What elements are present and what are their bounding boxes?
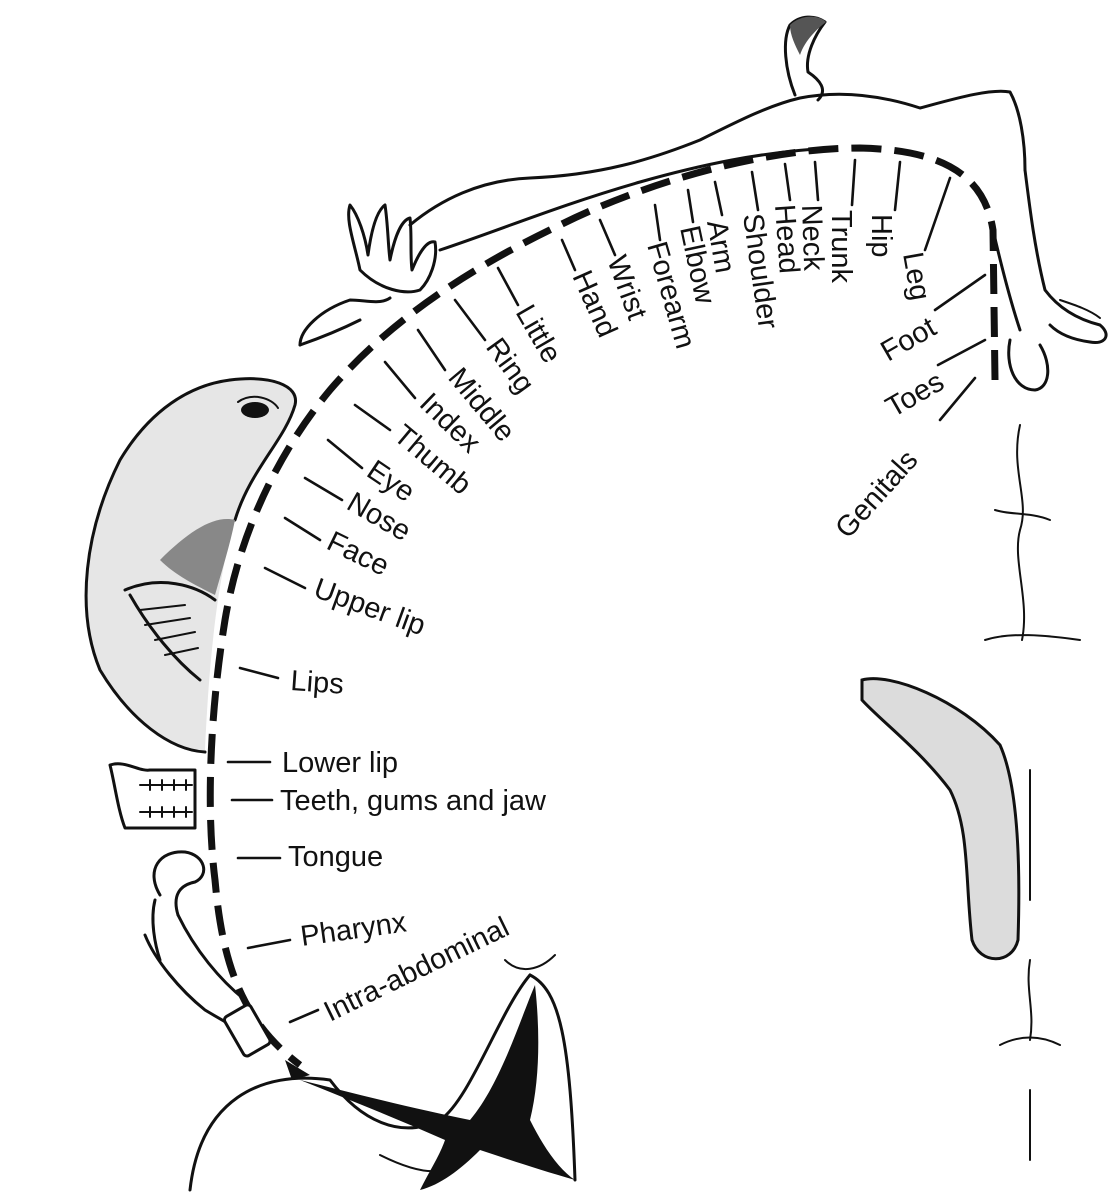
label-upper-lip: Upper lip [310, 573, 430, 643]
upper-lip-hatch [160, 519, 235, 595]
label-trunk: Trunk [825, 210, 857, 284]
label-lower-lip: Lower lip [282, 747, 398, 779]
region-labels: Genitals Toes Foot Leg Hip Trunk Neck He… [280, 203, 950, 1028]
stippled-structure [860, 677, 1021, 961]
label-genitals: Genitals [829, 444, 924, 544]
label-toes: Toes [881, 366, 950, 424]
white-matter-tract [300, 985, 575, 1190]
label-leg: Leg [896, 250, 936, 303]
medial-wall-lines [984, 424, 1081, 1161]
leader-lines [226, 158, 987, 1024]
hair-scribble [790, 16, 826, 55]
label-lips: Lips [290, 665, 345, 701]
label-neck: Neck [795, 204, 829, 272]
homunculus-body [298, 15, 1108, 392]
strip-arrowhead [285, 1060, 310, 1080]
eye-shape [241, 402, 269, 418]
label-teeth-gums-jaw: Teeth, gums and jaw [280, 785, 547, 817]
label-pharynx: Pharynx [299, 906, 409, 953]
label-tongue: Tongue [288, 841, 383, 873]
label-foot: Foot [876, 311, 942, 368]
label-hip: Hip [865, 214, 897, 258]
cortical-strip [206, 144, 999, 1068]
pharynx-segment [222, 1003, 272, 1058]
homunculus-face [84, 377, 297, 1058]
label-head: Head [768, 203, 805, 274]
